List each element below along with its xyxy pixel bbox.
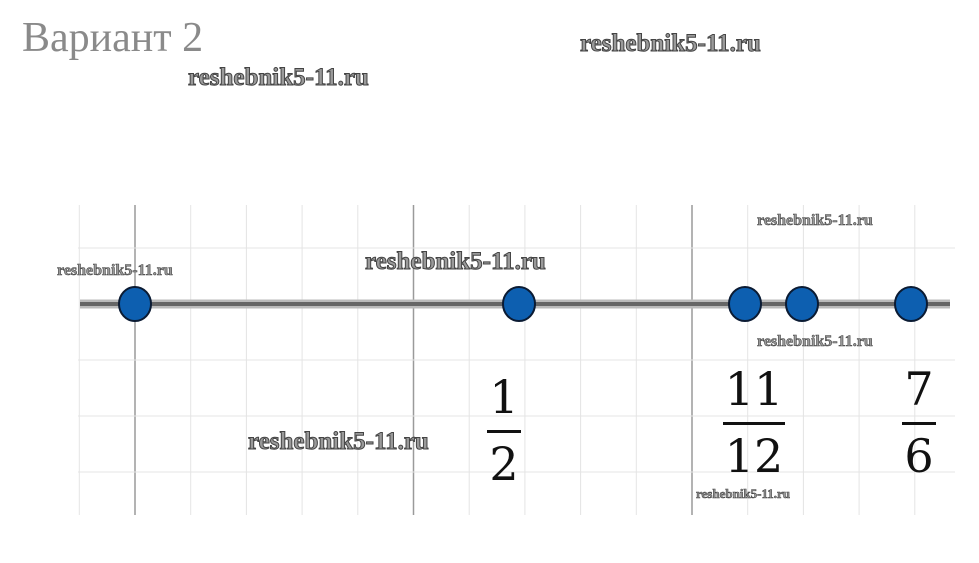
watermark: reshebnik5-11.ru: [248, 428, 430, 456]
number-line-point: [785, 286, 819, 322]
denominator: 12: [724, 429, 784, 483]
number-line-point: [728, 286, 762, 322]
number-line-point: [502, 286, 536, 322]
variant-title: Вариант 2: [22, 15, 204, 61]
label-eleven-twelfths: 11 12: [723, 366, 785, 479]
denominator: 6: [904, 429, 934, 483]
watermark: reshebnik5-11.ru: [696, 486, 791, 502]
fraction-bar: [902, 422, 936, 425]
watermark: reshebnik5-11.ru: [757, 333, 873, 351]
label-one-half: 1 2: [487, 374, 521, 487]
watermark: reshebnik5-11.ru: [365, 248, 547, 276]
watermark: reshebnik5-11.ru: [580, 30, 762, 58]
grid: [78, 205, 955, 515]
number-line-point: [894, 286, 928, 322]
watermark: reshebnik5-11.ru: [57, 262, 173, 280]
numerator: 1: [489, 370, 519, 424]
label-seven-sixths: 7 6: [902, 366, 936, 479]
numerator: 7: [904, 362, 934, 416]
watermark: reshebnik5-11.ru: [188, 64, 370, 92]
number-line-point: [118, 286, 152, 322]
fraction-bar: [487, 430, 521, 433]
denominator: 2: [489, 437, 519, 491]
watermark: reshebnik5-11.ru: [757, 212, 873, 230]
fraction-bar: [723, 422, 785, 425]
numerator: 11: [724, 362, 784, 416]
